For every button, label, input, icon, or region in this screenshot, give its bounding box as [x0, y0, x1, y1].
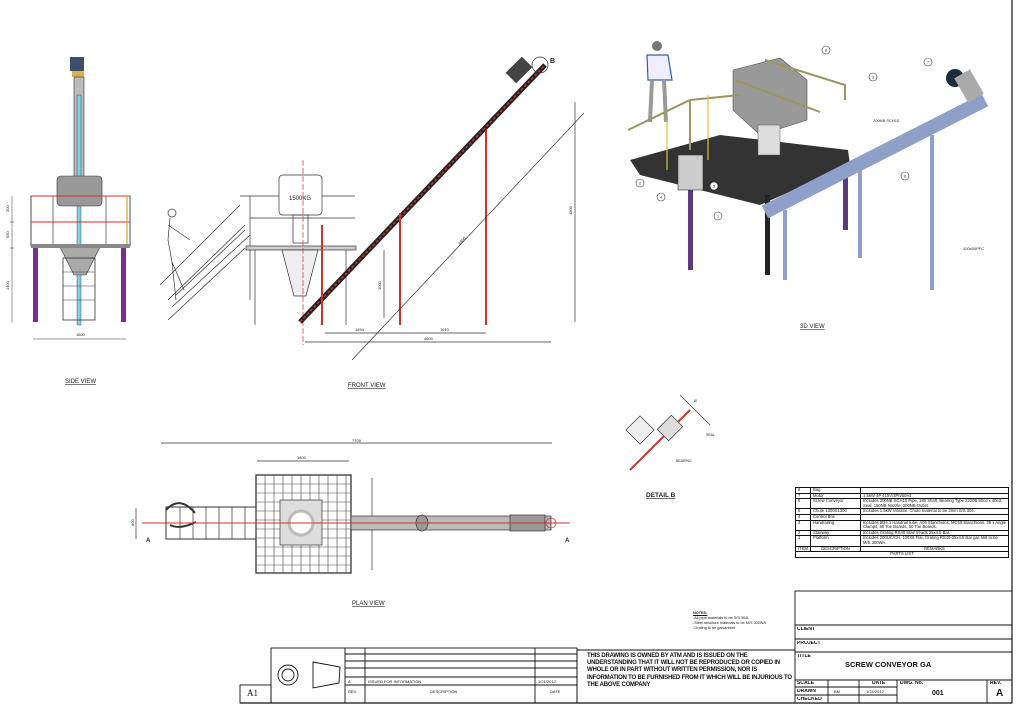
- bag-weight-label: 1500KG: [289, 196, 311, 202]
- parts-description: Handrailing: [810, 519, 862, 531]
- project-label: PROJECT: [797, 641, 821, 646]
- parts-remarks: Includes Ø34.1 Handrail tube, A05 Stanch…: [860, 519, 1009, 531]
- section-marker-left: A: [146, 538, 151, 544]
- side-dim-width: 1800: [76, 332, 86, 337]
- ownership-statement: THIS DRAWING IS OWNED BY ATM AND IS ISSU…: [587, 653, 792, 688]
- side-dim-3: 1400: [5, 280, 10, 290]
- front-dim-1: 1694: [355, 327, 365, 332]
- drawing-title: SCREW CONVEYOR GA: [845, 660, 932, 669]
- balloon-3: 3: [872, 75, 875, 80]
- parts-item: 8: [794, 487, 812, 494]
- 3d-conveyor-pipe: [761, 93, 989, 219]
- front-dim-height: 4300: [568, 205, 573, 215]
- side-leg: [33, 248, 38, 322]
- parts-description: Platform: [810, 535, 862, 547]
- title-label: TITLE: [797, 654, 811, 659]
- 3d-pipe-label: 200NB SCH10: [873, 118, 900, 123]
- parts-item: 3: [794, 519, 812, 531]
- side-dim-1: 300: [5, 205, 10, 212]
- side-view: 300 550 1400 1800 SIDE VIEW: [5, 57, 131, 385]
- 3d-bag: [732, 57, 808, 136]
- balloon-1: 1: [717, 214, 720, 219]
- parts-remarks: Includes 200UC/CH, 100X6 Flat, Grating R…: [860, 535, 1009, 547]
- side-dim-2: 550: [5, 231, 10, 238]
- drawn-by: BM: [834, 689, 840, 694]
- balloon-6: 6: [904, 174, 907, 179]
- drawn-label: DRAWN: [797, 689, 816, 694]
- notes-heading: NOTES:: [693, 611, 708, 615]
- side-motor: [70, 57, 84, 71]
- 3d-control-box: [677, 154, 704, 191]
- plan-dim-platform-width: 1800: [297, 455, 307, 460]
- rev-value: A: [996, 688, 1004, 699]
- rev-row-rev: A: [348, 679, 351, 684]
- balloon-2: 2: [639, 181, 642, 186]
- note-line: -Grating to be galvanised: [693, 626, 736, 630]
- balloon-8: 8: [825, 48, 828, 53]
- side-view-label: SIDE VIEW: [65, 379, 96, 385]
- plan-dim-stair: 800: [130, 519, 135, 526]
- detail-label-seal: SEAL: [706, 433, 715, 437]
- front-dim-2: 1610: [440, 327, 450, 332]
- rev-row-date: 1/21/2012: [538, 679, 556, 684]
- parts-item: 1: [794, 535, 812, 547]
- plan-view: 7705 1800 1800 800 A A PLAN VIEW: [130, 438, 570, 607]
- dwg-no: 001: [932, 690, 944, 697]
- plan-dim-overall: 7705: [352, 438, 362, 443]
- rev-header-rev: REV.: [348, 689, 357, 694]
- 3d-view-label: 3D VIEW: [800, 324, 825, 330]
- front-dim-h1: 1000: [377, 280, 382, 290]
- rev-header-description: DESCRIPTION: [430, 689, 458, 694]
- parts-item: 6: [794, 498, 812, 510]
- balloon-7: 7: [927, 60, 930, 65]
- side-leg: [121, 248, 126, 322]
- 3d-view: 200NB SCH10 100x50PFC 1 2 3 4 5 6 7 8 3D…: [627, 41, 989, 330]
- detail-b: SEAL BEARING Ø DETAIL B: [625, 394, 715, 499]
- checked-label: CHECKED: [797, 697, 822, 702]
- section-marker-right: A: [565, 538, 570, 544]
- parts-remarks: Includes 200NB SCH10 Pipe, 180 Shaft, Be…: [860, 498, 1009, 510]
- title-block-frame: [239, 590, 1013, 704]
- detail-b-label: DETAIL B: [646, 492, 676, 499]
- note-line: -All pipe materials to be S/S 304L: [693, 616, 750, 620]
- rev-label: REV.: [990, 681, 1002, 686]
- parts-description: Screw Conveyor: [810, 498, 862, 510]
- 3d-column-label: 100x50PFC: [963, 246, 984, 251]
- front-view: 1500KG B 1694 1610 4600 6850 4300 1000 F…: [159, 56, 585, 389]
- front-dim-3: 4600: [424, 336, 434, 341]
- detail-dim: Ø: [694, 399, 697, 403]
- plan-view-label: PLAN VIEW: [352, 601, 385, 607]
- date-label: DATE: [872, 681, 886, 686]
- notes: NOTES: -All pipe materials to be S/S 304…: [693, 611, 766, 631]
- front-view-label: FRONT VIEW: [348, 383, 386, 389]
- parts-remarks: [860, 487, 1009, 494]
- balloon-5: 5: [713, 184, 716, 189]
- balloon-4: 4: [660, 195, 663, 200]
- scale-label: SCALE: [797, 681, 814, 686]
- rev-header-date: DATE: [550, 689, 561, 694]
- parts-list-title: PARTS LIST: [795, 551, 1009, 558]
- front-motor: [505, 56, 533, 84]
- dwg-no-label: DWG. No.: [900, 681, 924, 686]
- sheet-size: A1: [247, 688, 258, 698]
- date-value: 1/24/2012: [866, 689, 884, 694]
- rev-row-description: ISSUED FOR INFORMATION: [368, 679, 422, 684]
- parts-description: Bag: [810, 487, 862, 494]
- front-dim-diagonal: 6850: [457, 235, 467, 245]
- note-line: -Steel structure materials to be M/S 300…: [693, 621, 766, 625]
- detail-b-marker: B: [550, 58, 555, 65]
- client-label: CLIENT: [797, 627, 816, 632]
- detail-label-bearing: BEARING: [676, 459, 692, 463]
